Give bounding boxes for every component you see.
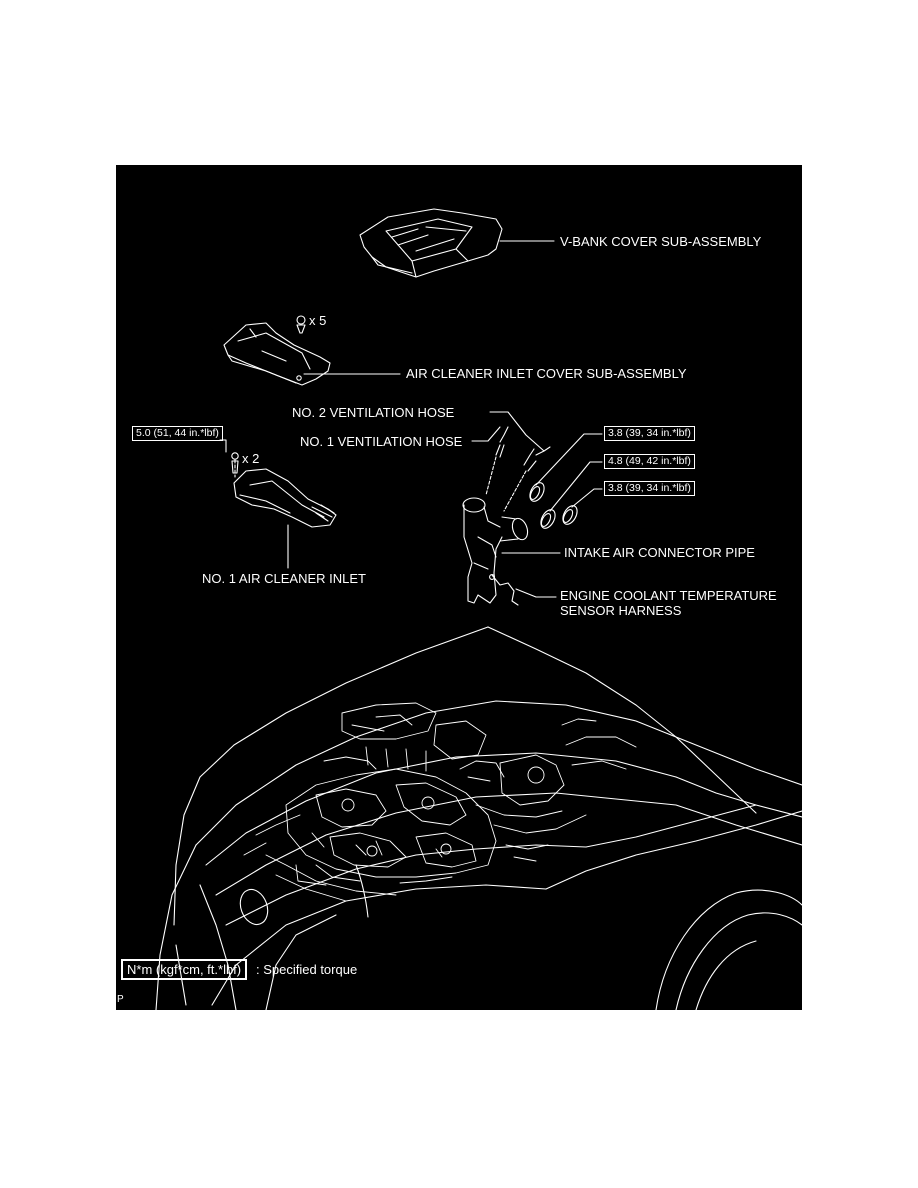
v-bank-cover-label: V-BANK COVER SUB-ASSEMBLY <box>560 234 762 249</box>
clamp1-leader <box>535 433 603 486</box>
ect-harness-drawing <box>491 574 519 606</box>
clamp3-leader <box>571 488 603 508</box>
ect-harness-label-line2: SENSOR HARNESS <box>560 603 682 618</box>
line-art <box>155 208 802 1010</box>
engine-bay-drawing <box>243 702 637 902</box>
ect-harness-label-line1: ENGINE COOLANT TEMPERATURE <box>560 588 777 603</box>
corner-mark: P <box>117 994 124 1005</box>
inlet-bolt-torque: 5.0 (51, 44 in.*lbf) <box>132 426 223 441</box>
ect-harness-leader <box>515 588 557 598</box>
clip-drawing <box>296 315 306 334</box>
legend-description: : Specified torque <box>256 962 358 977</box>
no2-ventilation-hose-label: NO. 2 VENTILATION HOSE <box>292 405 455 420</box>
clamp-2-torque: 4.8 (49, 42 in.*lbf) <box>604 454 695 469</box>
vehicle-outline-drawing <box>155 626 802 1010</box>
intake-air-connector-pipe-label: INTAKE AIR CONNECTOR PIPE <box>564 545 755 560</box>
clamp-1-torque: 3.8 (39, 34 in.*lbf) <box>604 426 695 441</box>
clamp-rings-drawing <box>529 482 578 529</box>
parts-diagram: V-BANK COVER SUB-ASSEMBLY x 5 AIR CLEANE… <box>116 165 802 1010</box>
intake-air-connector-pipe-drawing <box>462 497 529 604</box>
no1-air-cleaner-inlet-label: NO. 1 AIR CLEANER INLET <box>202 571 366 586</box>
bolt-quantity: x 2 <box>242 451 260 466</box>
legend-torque-unit: N*m (kgf*cm, ft.*lbf) <box>121 959 248 980</box>
inlet-cover-label: AIR CLEANER INLET COVER SUB-ASSEMBLY <box>406 366 687 381</box>
air-cleaner-inlet-cover-drawing <box>223 322 331 386</box>
clamp2-leader <box>549 461 603 512</box>
no1-hose-leader <box>471 426 501 442</box>
clamp-3-torque: 3.8 (39, 34 in.*lbf) <box>604 481 695 496</box>
clip-quantity: x 5 <box>309 313 327 328</box>
no2-hose-leader <box>489 411 545 452</box>
v-bank-cover-drawing <box>359 208 503 278</box>
no1-air-cleaner-inlet-drawing <box>231 452 337 528</box>
no1-ventilation-hose-label: NO. 1 VENTILATION HOSE <box>300 434 463 449</box>
inlet-torque-leader <box>219 439 227 453</box>
